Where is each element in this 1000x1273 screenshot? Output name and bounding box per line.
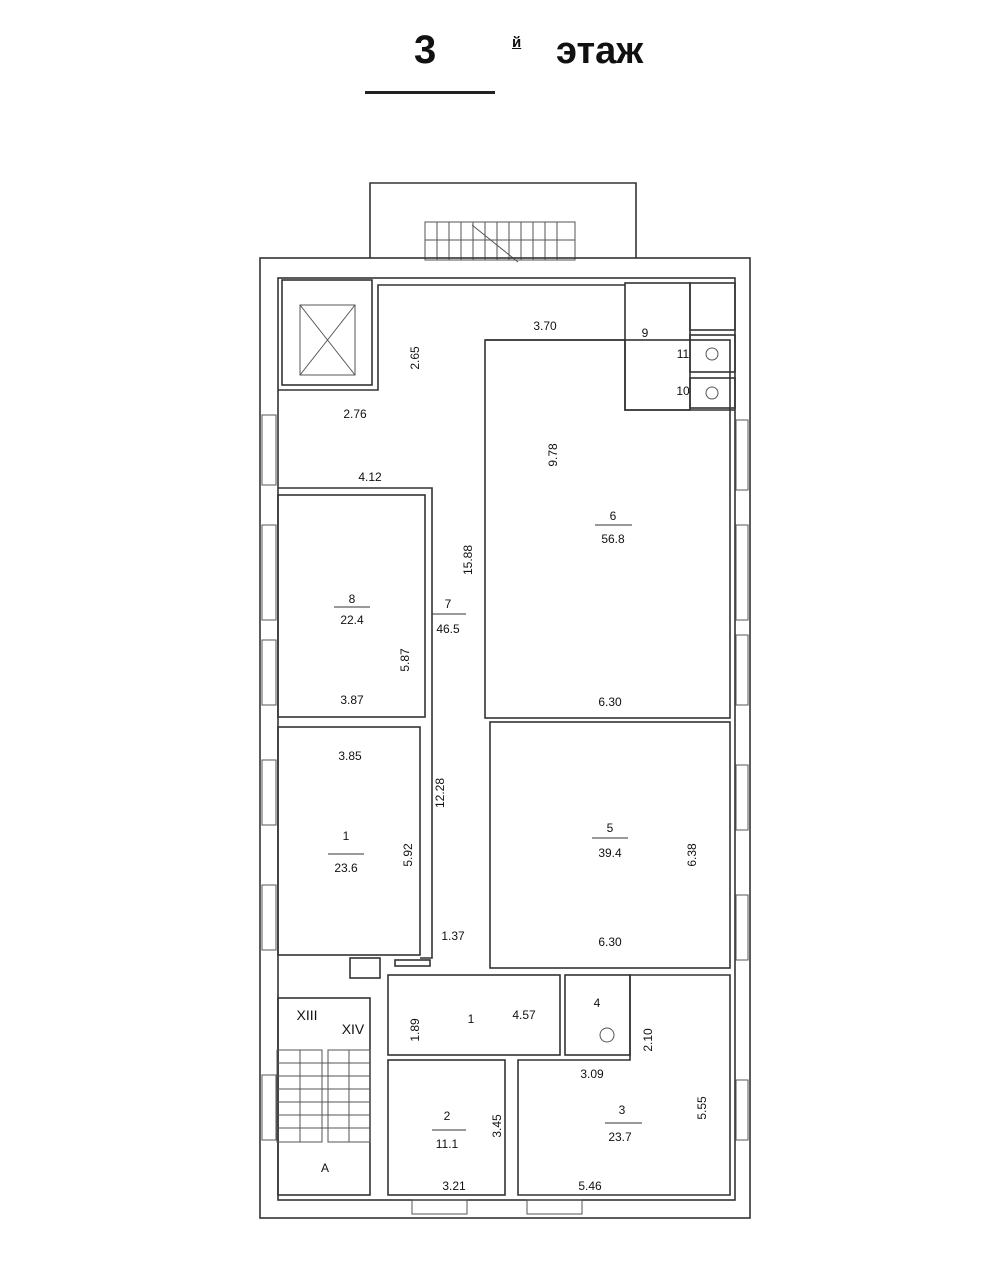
- room-4-number: 4: [594, 996, 601, 1010]
- room-2-number: 2: [444, 1109, 451, 1123]
- floor-title: 3 й этаж: [0, 28, 1000, 98]
- floor-number: 3: [414, 28, 437, 72]
- room-9-number: 9: [642, 326, 649, 340]
- hall-1-number: 1: [468, 1012, 475, 1026]
- room-3-number: 3: [619, 1103, 626, 1117]
- room-11-number: 11: [677, 347, 690, 361]
- floor-word: этаж: [556, 30, 644, 72]
- top-stair: [369, 182, 637, 263]
- dim-2-76: 2.76: [343, 407, 367, 421]
- dim-3-70: 3.70: [533, 319, 557, 333]
- room-7-number: 7: [445, 597, 452, 611]
- title-underline: [365, 91, 495, 94]
- room-2-area: 11.1: [436, 1137, 459, 1151]
- dim-6-30-b: 6.30: [598, 935, 622, 949]
- windows: [261, 414, 749, 1215]
- elevator-shaft: [281, 279, 373, 386]
- dim-5-87: 5.87: [398, 648, 412, 672]
- room-7-area: 46.5: [436, 622, 460, 636]
- dim-9-78: 9.78: [546, 443, 560, 467]
- dim-3-21: 3.21: [442, 1179, 466, 1193]
- dim-5-55: 5.55: [695, 1096, 709, 1120]
- dim-3-85: 3.85: [338, 749, 362, 763]
- room-6-area: 56.8: [601, 532, 625, 546]
- room-1-number: 1: [343, 829, 350, 843]
- stair-xiii-label: XIII: [296, 1007, 317, 1023]
- room-5-area: 39.4: [598, 846, 622, 860]
- room-5-number: 5: [607, 821, 614, 835]
- dim-3-87: 3.87: [340, 693, 364, 707]
- dim-4-12: 4.12: [358, 470, 382, 484]
- stair-a-label: A: [321, 1161, 329, 1175]
- room-3-area: 23.7: [608, 1130, 632, 1144]
- dim-3-45: 3.45: [490, 1114, 504, 1138]
- room-1-area: 23.6: [334, 861, 358, 875]
- dim-3-09: 3.09: [580, 1067, 604, 1081]
- dim-2-10: 2.10: [641, 1028, 655, 1052]
- room-6-number: 6: [610, 509, 617, 523]
- dim-5-92: 5.92: [401, 843, 415, 867]
- floor-suffix: й: [512, 34, 522, 51]
- dim-5-46: 5.46: [578, 1179, 602, 1193]
- dim-1-37: 1.37: [441, 929, 465, 943]
- bottom-stair: [276, 1049, 371, 1143]
- dim-6-30-a: 6.30: [598, 695, 622, 709]
- stair-xiv-label: XIV: [342, 1021, 365, 1037]
- dim-6-38: 6.38: [685, 843, 699, 867]
- dim-1-89: 1.89: [408, 1018, 422, 1042]
- room-8-number: 8: [349, 592, 356, 606]
- dim-12-28: 12.28: [433, 778, 447, 808]
- toilet-icons: [599, 347, 719, 1043]
- dim-2-65: 2.65: [408, 346, 422, 370]
- room-10-number: 10: [676, 384, 690, 398]
- dim-4-57: 4.57: [512, 1008, 536, 1022]
- room-8-area: 22.4: [340, 613, 364, 627]
- dim-15-88: 15.88: [461, 545, 475, 575]
